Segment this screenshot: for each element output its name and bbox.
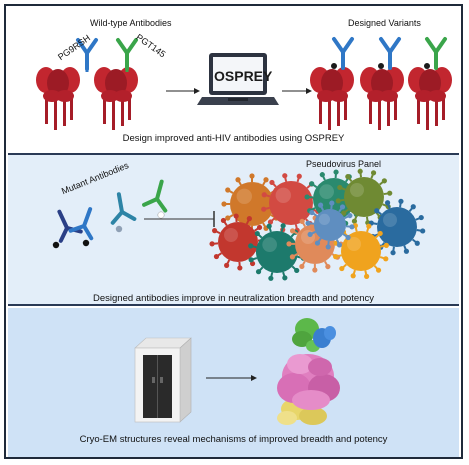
designed-label: Designed Variants — [348, 18, 421, 28]
mutant-antibody-4 — [142, 176, 175, 213]
designed-antibody-3 — [425, 37, 447, 70]
mutation-dot — [378, 63, 384, 69]
panel-neutralization-art — [47, 168, 426, 281]
wild-type-trimer-2 — [94, 67, 138, 130]
wild-type-trimer-1 — [36, 67, 80, 130]
cryo-em-microscope-icon — [134, 337, 192, 423]
designed-trimer-3 — [408, 67, 452, 130]
panel-design: Wild-type Antibodies PG9RSH PGT145 OSPRE… — [8, 8, 459, 151]
mutation-dot — [115, 225, 123, 233]
mutation-dot — [82, 239, 90, 247]
designed-antibody-2 — [379, 37, 401, 70]
panel-neutralization: Mutant Antibodies Pseudovirus Panel Desi… — [8, 153, 459, 306]
designed-antibody-1 — [332, 37, 354, 70]
mutation-dot — [157, 211, 165, 219]
wild-type-label: Wild-type Antibodies — [90, 18, 172, 28]
laptop-screen-text: OSPREY — [214, 68, 273, 84]
mutant-antibody-3 — [106, 190, 137, 225]
pseudovirus-particle — [368, 198, 426, 256]
arrow-to-osprey — [166, 88, 200, 94]
pseudovirus-cluster — [209, 168, 426, 281]
arrow-to-structure — [206, 375, 257, 381]
mutation-dot — [331, 63, 337, 69]
mutation-dot — [424, 63, 430, 69]
pseudovirus-particle — [335, 168, 393, 226]
designed-trimer-2 — [360, 67, 404, 130]
mutant-antibody-1 — [47, 205, 83, 243]
mutant-antibody-2 — [68, 203, 103, 241]
pseudovirus-label: Pseudovirus Panel — [306, 159, 382, 169]
panel-cryoem: Cryo-EM structures reveal mechanisms of … — [8, 308, 459, 457]
figure-frame: Wild-type Antibodies PG9RSH PGT145 OSPRE… — [4, 4, 463, 459]
designed-trimer-1 — [310, 67, 354, 130]
panel1-caption: Design improved anti-HIV antibodies usin… — [122, 133, 345, 144]
laptop-icon — [197, 53, 279, 105]
inhibition-arrow — [144, 211, 215, 227]
pseudovirus-particle — [305, 200, 355, 250]
panel3-caption: Cryo-EM structures reveal mechanisms of … — [79, 434, 388, 445]
mutation-dot — [52, 241, 60, 249]
cryo-em-structure-icon — [277, 318, 340, 425]
panel2-caption: Designed antibodies improve in neutraliz… — [93, 293, 374, 304]
panel-design-art — [36, 37, 452, 130]
antibody-pgt145 — [116, 38, 138, 71]
arrow-to-designed — [282, 88, 312, 94]
panel-cryoem-art — [134, 318, 340, 425]
